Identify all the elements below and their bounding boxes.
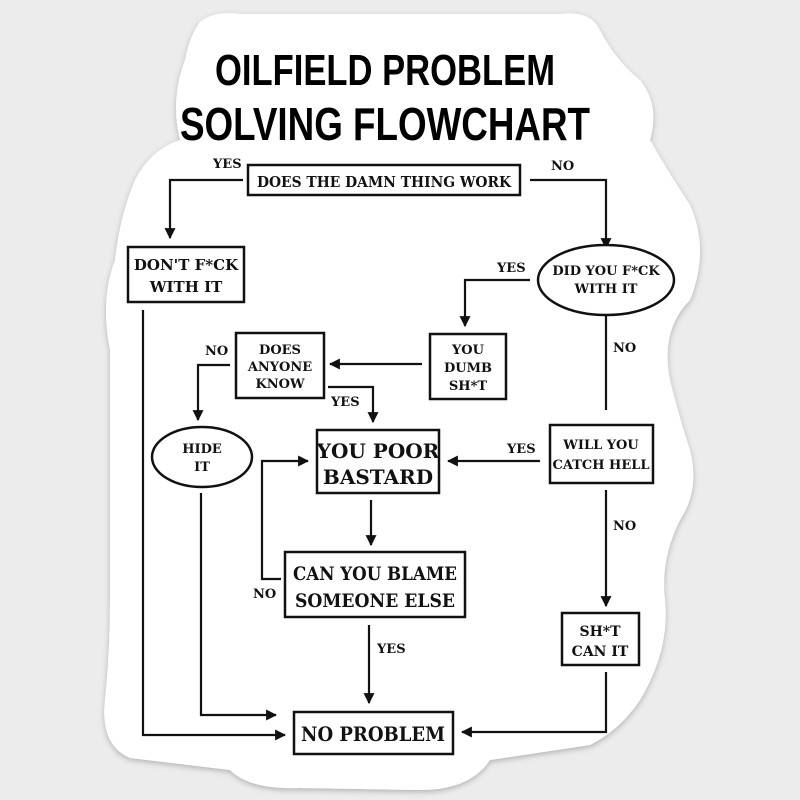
node-does-it-work [246,163,522,197]
node-text-did-you-fck-1: DID YOU F*CK [552,264,660,279]
node-text-blame-2: SOMEONE ELSE [295,590,455,612]
node-can-you-blame [283,550,467,619]
node-text-sht-can-1: SH*T [579,624,621,640]
edge-fck-yes [459,278,530,328]
node-does-anyone-know [234,331,326,400]
node-did-you-fck-with-it [536,243,676,317]
node-text-you-dumb-1: YOU [451,343,485,358]
node-text-no-problem: NO PROBLEM [301,722,445,746]
node-dont-fck-with-it [126,245,246,304]
node-text-catch-hell-1: WILL YOU [562,438,639,453]
node-you-dumb [428,332,508,401]
edge-work-yes [164,178,243,240]
node-text-does-it-work: DOES THE DAMN THING WORK [257,173,512,191]
node-text-blame-1: CAN YOU BLAME [293,563,457,585]
edge-know-no [192,363,230,422]
edge-hide-noproblem [199,493,278,721]
label-know-no: NO [205,344,228,359]
node-text-catch-hell-2: CATCH HELL [552,458,649,473]
label-hell-yes: YES [506,442,536,457]
node-text-hide-it-1: HIDE [182,442,222,457]
node-text-dont-fck-1: DON'T F*CK [134,256,239,274]
label-hell-no: NO [613,519,636,534]
label-fck-no: NO [613,341,636,356]
edge-blame-no [260,455,310,581]
label-work-no: NO [551,159,574,174]
label-blame-yes: YES [376,642,406,657]
node-text-anyone-1: DOES [259,343,301,358]
sticker-outline [104,13,701,790]
label-fck-yes: YES [496,261,526,276]
title-line-2: SOLVING FLOWCHART [180,98,590,150]
node-text-you-dumb-3: SH*T [449,379,487,394]
edge-shtcan-noproblem [460,672,608,738]
node-text-hide-it-2: IT [194,460,210,475]
edge-dontfck-noproblem [141,310,287,741]
node-text-anyone-3: KNOW [255,377,305,392]
node-text-poor-bastard-1: YOU POOR [316,439,440,463]
label-work-yes: YES [212,157,242,172]
node-will-you-catch-hell [548,423,655,485]
node-sht-can-it [560,611,641,667]
node-text-sht-can-2: CAN IT [572,644,629,660]
label-know-yes: YES [330,395,360,410]
node-text-did-you-fck-2: WITH IT [574,282,638,297]
edge-work-no [530,178,612,250]
edge-know-yes [328,385,379,424]
node-you-poor-bastard [315,428,441,495]
node-text-dont-fck-2: WITH IT [149,278,223,296]
node-no-problem [292,710,455,756]
title-line-1: OILFIELD PROBLEM [215,46,555,95]
node-text-poor-bastard-2: BASTARD [323,465,433,489]
node-text-you-dumb-2: DUMB [444,361,492,376]
node-text-anyone-2: ANYONE [247,360,312,375]
label-blame-no: NO [253,587,276,602]
node-hide-it [150,425,254,489]
